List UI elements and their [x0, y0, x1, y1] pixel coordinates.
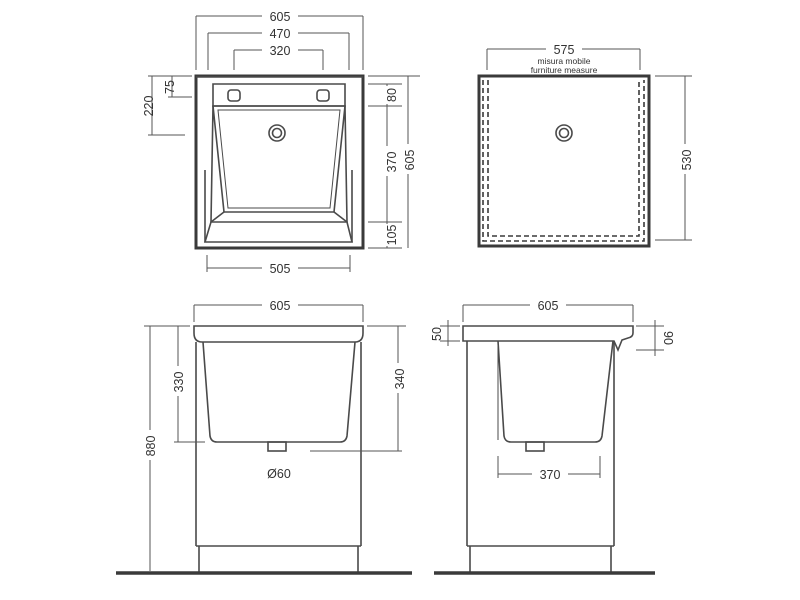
front-view: 605 880 330 340 Ø60: [116, 297, 412, 575]
top-view: 605 470 320 220 75 80 370 105: [142, 8, 420, 276]
dim-side-width: 605: [538, 299, 559, 313]
tap-hole-left: [227, 89, 241, 102]
furniture-note-it: misura mobile: [538, 56, 591, 66]
dim-inner-width: 470: [270, 27, 291, 41]
dim-front-ledge: 105: [385, 225, 399, 246]
furniture-view: 575 misura mobile furniture measure 530: [477, 41, 694, 248]
dim-tap-spacing: 320: [270, 44, 291, 58]
side-drain-spout: [525, 441, 545, 452]
dim-back-ledge: 75: [163, 80, 177, 94]
dim-front-width: 605: [270, 299, 291, 313]
dim-shelf-depth: 80: [385, 88, 399, 102]
furniture-note-en: furniture measure: [531, 65, 598, 75]
dim-bowl-depth: 370: [385, 152, 399, 173]
dim-overall-width: 605: [270, 10, 291, 24]
side-bowl: [497, 340, 614, 443]
dim-rim-thickness: 50: [430, 327, 444, 341]
dim-drain-diameter: Ø60: [267, 467, 291, 481]
dim-furniture-depth: 530: [680, 150, 694, 171]
dim-side-bowl-width: 370: [540, 468, 561, 482]
basin-bowl: [202, 341, 356, 443]
dim-total-height: 880: [144, 436, 158, 457]
drain-spout: [267, 441, 287, 452]
dim-overall-depth: 605: [403, 150, 417, 171]
dim-back-height: 90: [661, 331, 675, 345]
bowl-outline: [212, 105, 346, 213]
dim-back-depth: 220: [142, 96, 156, 117]
drain-icon: [555, 124, 573, 142]
side-rim: [462, 325, 634, 353]
dim-furniture-width: 575: [554, 43, 575, 57]
dim-bowl-height: 330: [172, 372, 186, 393]
cabinet-outline: [477, 74, 651, 248]
drain-icon: [268, 124, 286, 142]
dim-drain-height: 340: [393, 369, 407, 390]
tap-hole-right: [316, 89, 330, 102]
dim-bowl-width: 505: [270, 262, 291, 276]
side-view: 605 50 90 370: [430, 297, 675, 575]
basin-rim: [193, 325, 364, 343]
furniture-dashed-outline: [482, 80, 645, 242]
basin-outline: [194, 74, 365, 250]
back-shelf: [212, 83, 346, 107]
